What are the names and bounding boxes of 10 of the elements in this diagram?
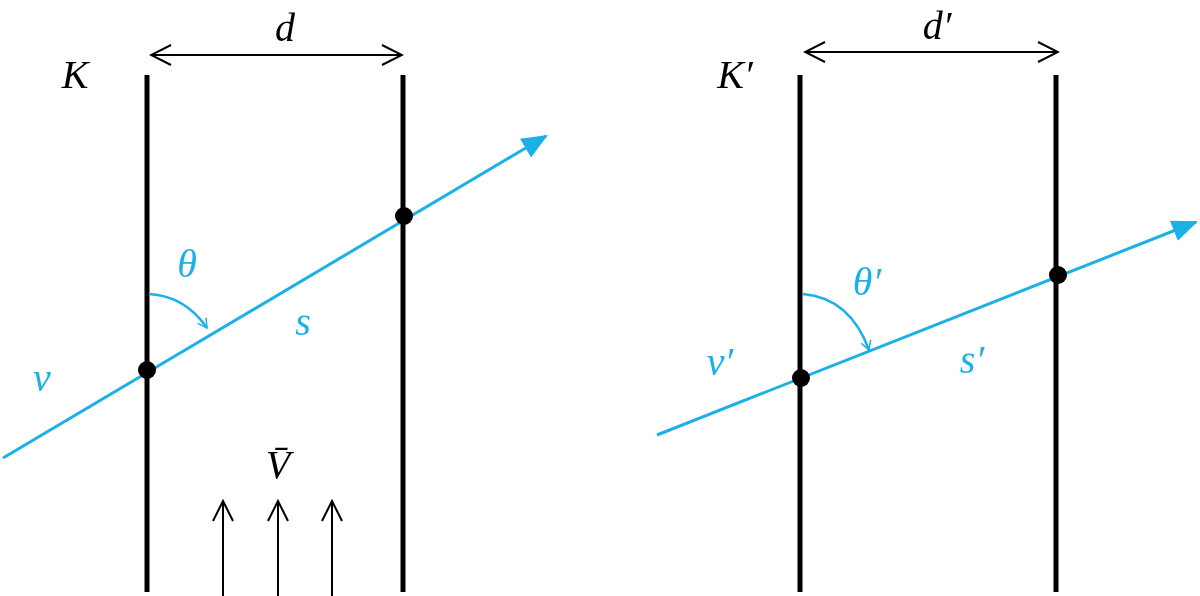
- frequency-label: ν′: [706, 342, 734, 382]
- frame-label: K: [61, 55, 89, 95]
- frame-label: K′: [717, 55, 753, 95]
- distance-label: d′: [922, 6, 952, 46]
- distance-label: d: [275, 8, 295, 48]
- path-label: s′: [959, 340, 985, 380]
- frequency-label: ν: [33, 358, 51, 398]
- path-label: s: [295, 302, 311, 342]
- angle-label: θ: [177, 244, 197, 284]
- angle-label: θ′: [852, 262, 882, 302]
